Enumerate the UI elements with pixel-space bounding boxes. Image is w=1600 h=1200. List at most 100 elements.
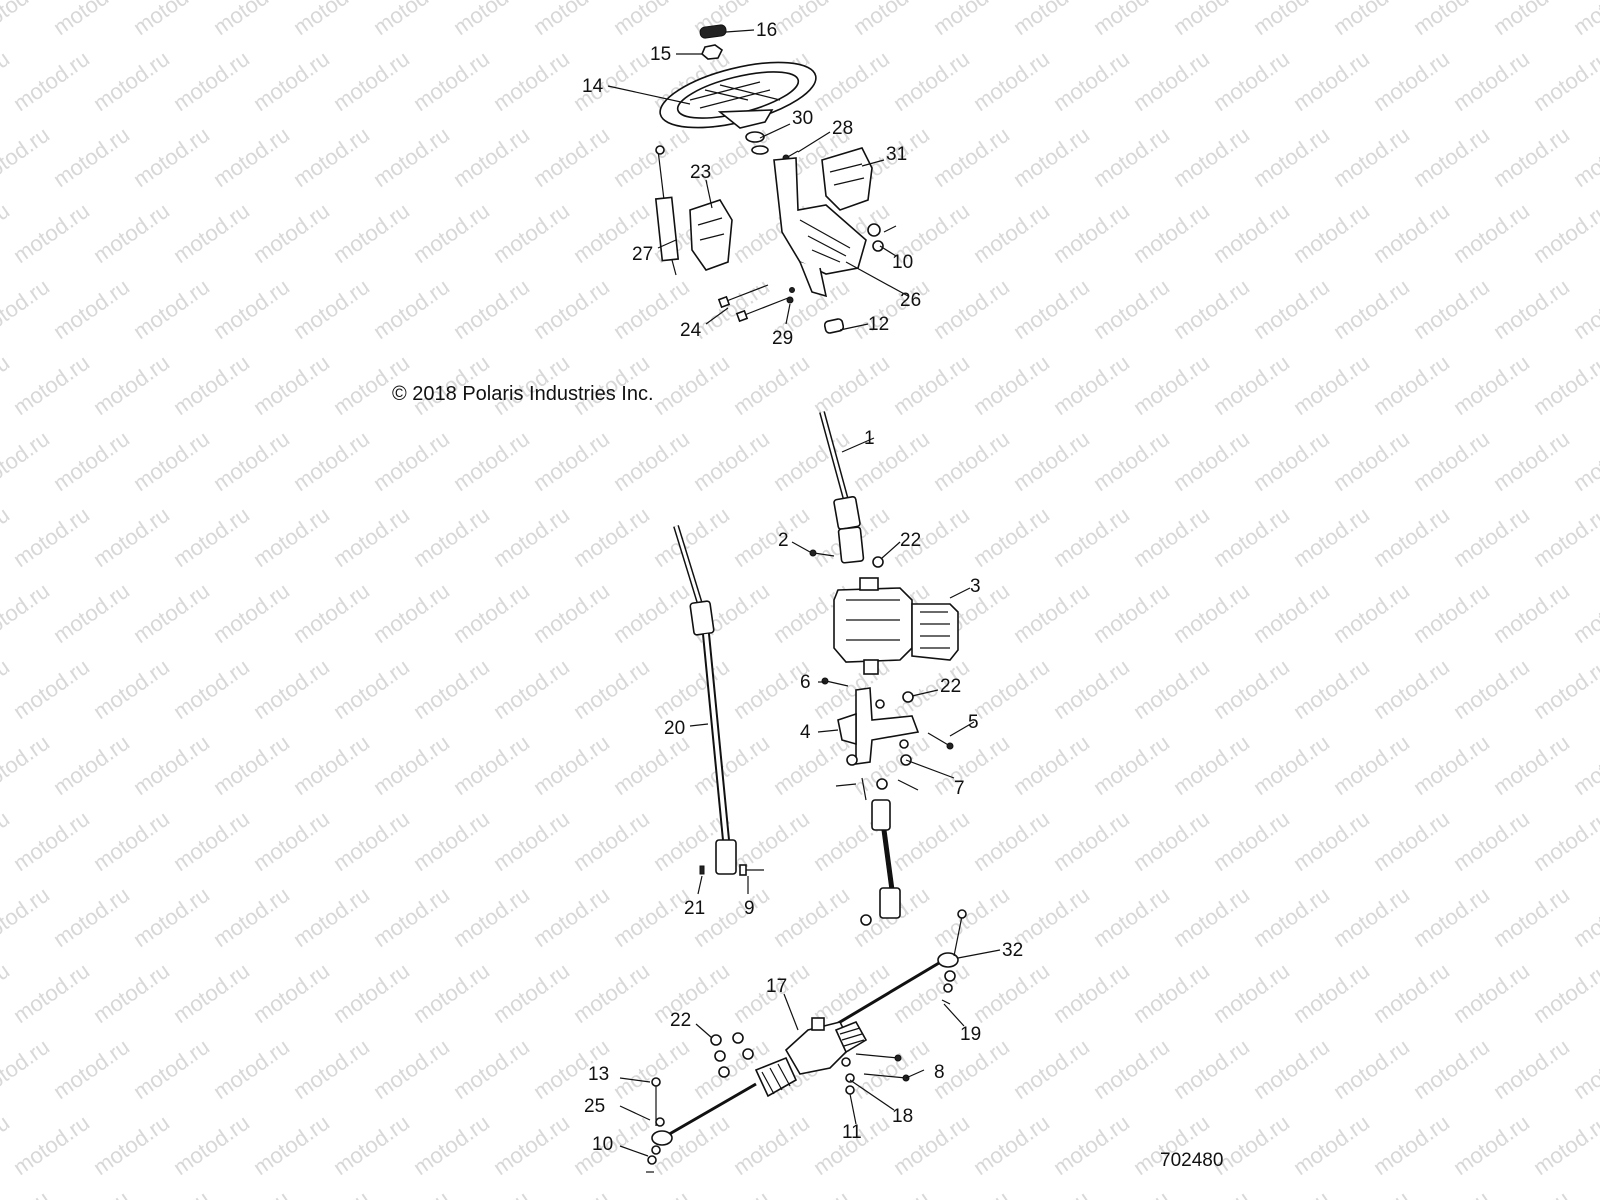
- watermark-text: motod.ru: [1249, 730, 1334, 800]
- watermark-text: motod.ru: [1529, 198, 1600, 268]
- watermark-text: motod.ru: [1369, 350, 1454, 420]
- watermark-text: motod.ru: [1169, 578, 1254, 648]
- column-bracket: [773, 157, 867, 298]
- watermark-text: motod.ru: [609, 578, 694, 648]
- watermark-text: motod.ru: [249, 46, 334, 116]
- watermark-text: motod.ru: [1409, 426, 1494, 496]
- watermark-text: motod.ru: [849, 426, 934, 496]
- watermark-text: motod.ru: [169, 654, 254, 724]
- watermark-text: motod.ru: [9, 654, 94, 724]
- bushing-12: [823, 318, 845, 334]
- watermark-text: motod.ru: [689, 426, 774, 496]
- watermark-text: motod.ru: [1329, 1186, 1414, 1200]
- watermark-text: motod.ru: [1449, 198, 1534, 268]
- intermediate-shaft: [673, 525, 737, 875]
- watermark-text: motod.ru: [89, 350, 174, 420]
- watermark-text: motod.ru: [489, 46, 574, 116]
- watermark-text: motod.ru: [409, 654, 494, 724]
- watermark-text: motod.ru: [1009, 274, 1094, 344]
- callout-27: 27: [632, 244, 653, 265]
- watermark-text: motod.ru: [89, 46, 174, 116]
- watermark-text: motod.ru: [1209, 46, 1294, 116]
- watermark-text: motod.ru: [369, 0, 454, 40]
- watermark-text: motod.ru: [769, 1186, 854, 1200]
- watermark-text: motod.ru: [649, 958, 734, 1028]
- callout-22-mid: 22: [940, 676, 961, 697]
- watermark-text: motod.ru: [609, 426, 694, 496]
- watermark-text: motod.ru: [9, 806, 94, 876]
- watermark-text: motod.ru: [929, 0, 1014, 40]
- watermark-text: motod.ru: [1049, 958, 1134, 1028]
- watermark-text: motod.ru: [1049, 350, 1134, 420]
- callout-17: 17: [766, 976, 787, 997]
- watermark-text: motod.ru: [969, 198, 1054, 268]
- steering-rack-body: [784, 1017, 868, 1075]
- callout-2: 2: [778, 530, 789, 551]
- callout-15: 15: [650, 44, 671, 65]
- watermark-text: motod.ru: [609, 730, 694, 800]
- watermark-text: motod.ru: [689, 730, 774, 800]
- callout-30: 30: [792, 108, 813, 129]
- watermark-text: motod.ru: [169, 1110, 254, 1180]
- watermark-text: motod.ru: [609, 1186, 694, 1200]
- nut-22-upper: [872, 556, 884, 568]
- watermark-text: motod.ru: [1089, 0, 1174, 40]
- watermark-text: motod.ru: [0, 1110, 14, 1180]
- watermark-text: motod.ru: [1569, 882, 1600, 952]
- watermark-text: motod.ru: [409, 502, 494, 572]
- watermark-text: motod.ru: [1329, 730, 1414, 800]
- watermark-text: motod.ru: [1289, 198, 1374, 268]
- watermark-text: motod.ru: [969, 806, 1054, 876]
- watermark-text: motod.ru: [609, 882, 694, 952]
- watermark-text: motod.ru: [1369, 46, 1454, 116]
- callout-12: 12: [868, 314, 889, 335]
- watermark-text: motod.ru: [169, 502, 254, 572]
- callout-26: 26: [900, 290, 921, 311]
- watermark-text: motod.ru: [649, 654, 734, 724]
- watermark-text: motod.ru: [1129, 46, 1214, 116]
- tie-rod-end-right: [937, 909, 967, 1005]
- hub-nut: [701, 44, 724, 60]
- callout-28: 28: [832, 118, 853, 139]
- watermark-text: motod.ru: [449, 122, 534, 192]
- copyright-notice: © 2018 Polaris Industries Inc.: [392, 383, 654, 405]
- watermark-text: motod.ru: [929, 1186, 1014, 1200]
- watermark-text: motod.ru: [1409, 0, 1494, 40]
- watermark-text: motod.ru: [9, 958, 94, 1028]
- watermark-text: motod.ru: [169, 198, 254, 268]
- watermark-text: motod.ru: [1409, 730, 1494, 800]
- callout-31: 31: [886, 144, 907, 165]
- watermark-text: motod.ru: [1489, 0, 1574, 40]
- watermark-text: motod.ru: [369, 1034, 454, 1104]
- watermark-text: motod.ru: [769, 882, 854, 952]
- watermark-text: motod.ru: [1569, 1186, 1600, 1200]
- callout-23: 23: [690, 162, 711, 183]
- watermark-text: motod.ru: [0, 122, 54, 192]
- callout-29: 29: [772, 328, 793, 349]
- watermark-text: motod.ru: [169, 46, 254, 116]
- watermark-text: motod.ru: [969, 1110, 1054, 1180]
- watermark-text: motod.ru: [729, 1110, 814, 1180]
- watermark-text: motod.ru: [0, 730, 54, 800]
- watermark-text: motod.ru: [1249, 578, 1334, 648]
- watermark-text: motod.ru: [969, 46, 1054, 116]
- watermark-text: motod.ru: [1089, 730, 1174, 800]
- watermark-text: motod.ru: [49, 1034, 134, 1104]
- watermark-text: motod.ru: [169, 958, 254, 1028]
- watermark-text: motod.ru: [409, 958, 494, 1028]
- watermark-text: motod.ru: [449, 578, 534, 648]
- watermark-text: motod.ru: [1529, 654, 1600, 724]
- watermark-text: motod.ru: [649, 502, 734, 572]
- watermark-text: motod.ru: [569, 502, 654, 572]
- watermark-text: motod.ru: [209, 426, 294, 496]
- watermark-text: motod.ru: [0, 274, 54, 344]
- watermark-text: motod.ru: [1329, 882, 1414, 952]
- callout-9: 9: [744, 898, 755, 919]
- watermark-text: motod.ru: [1089, 1034, 1174, 1104]
- watermark-text: motod.ru: [529, 882, 614, 952]
- watermark-text: motod.ru: [289, 578, 374, 648]
- bolt-5: [927, 732, 954, 750]
- watermark-text: motod.ru: [1249, 882, 1334, 952]
- watermark-text: motod.ru: [1209, 502, 1294, 572]
- watermark-text: motod.ru: [929, 122, 1014, 192]
